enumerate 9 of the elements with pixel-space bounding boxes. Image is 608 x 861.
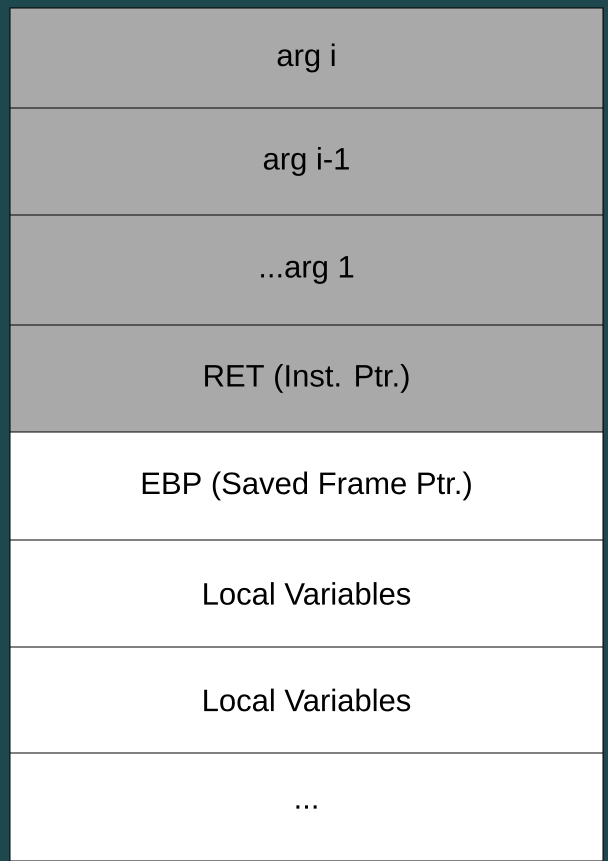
stack-cell: arg i-1 — [10, 108, 604, 216]
stack-cell: RET (Inst. Ptr.) — [10, 324, 604, 432]
stack-cell: EBP (Saved Frame Ptr.) — [10, 432, 604, 540]
stack-cell: Local Variables — [10, 646, 604, 754]
node-label: ... — [296, 805, 317, 809]
stack-cell: ...arg 1 — [10, 214, 604, 326]
stack-cell: arg i — [10, 8, 604, 108]
stack-cell: ... — [10, 752, 604, 861]
stack-cell: Local Variables — [10, 540, 604, 648]
